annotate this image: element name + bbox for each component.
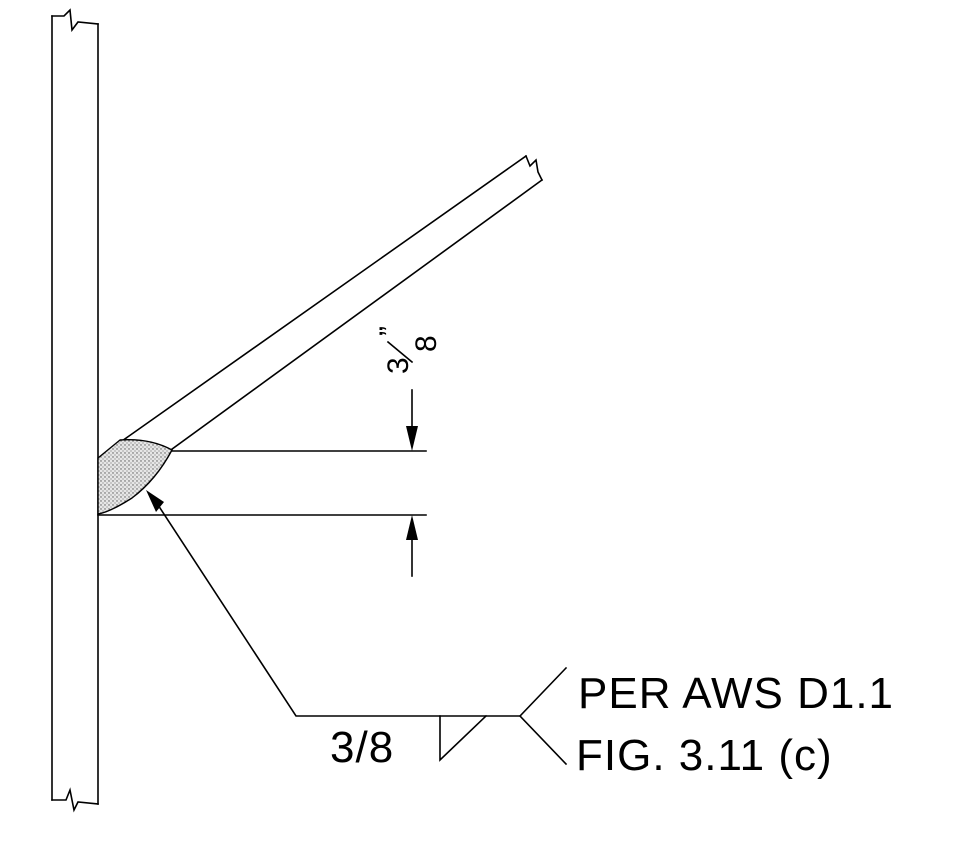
dimension-numerator: 3	[382, 357, 415, 374]
dimension-denominator: 8	[410, 335, 443, 352]
dimension-inch-mark: ”	[374, 326, 407, 336]
welding-symbol	[146, 490, 568, 766]
dimension-text: 3 8 ”	[374, 326, 443, 374]
leader-arrowhead	[146, 490, 164, 512]
bottom-break-mark	[51, 787, 99, 813]
tail	[518, 666, 568, 766]
diagonal-member	[110, 154, 544, 454]
dimension-arrow-bottom	[406, 515, 418, 577]
fillet-weld-symbol	[439, 714, 488, 762]
vertical-member	[51, 8, 99, 813]
top-break-mark	[51, 8, 99, 33]
diagonal-break-mark	[524, 154, 544, 182]
tail-note-line1: PER AWS D1.1	[578, 669, 894, 718]
weld-size-label: 3/8	[330, 723, 394, 772]
fillet-weld	[97, 439, 173, 515]
tail-note-line2: FIG. 3.11 (c)	[576, 731, 833, 780]
dimension-arrow-top	[406, 389, 418, 451]
leader-line	[158, 506, 521, 717]
